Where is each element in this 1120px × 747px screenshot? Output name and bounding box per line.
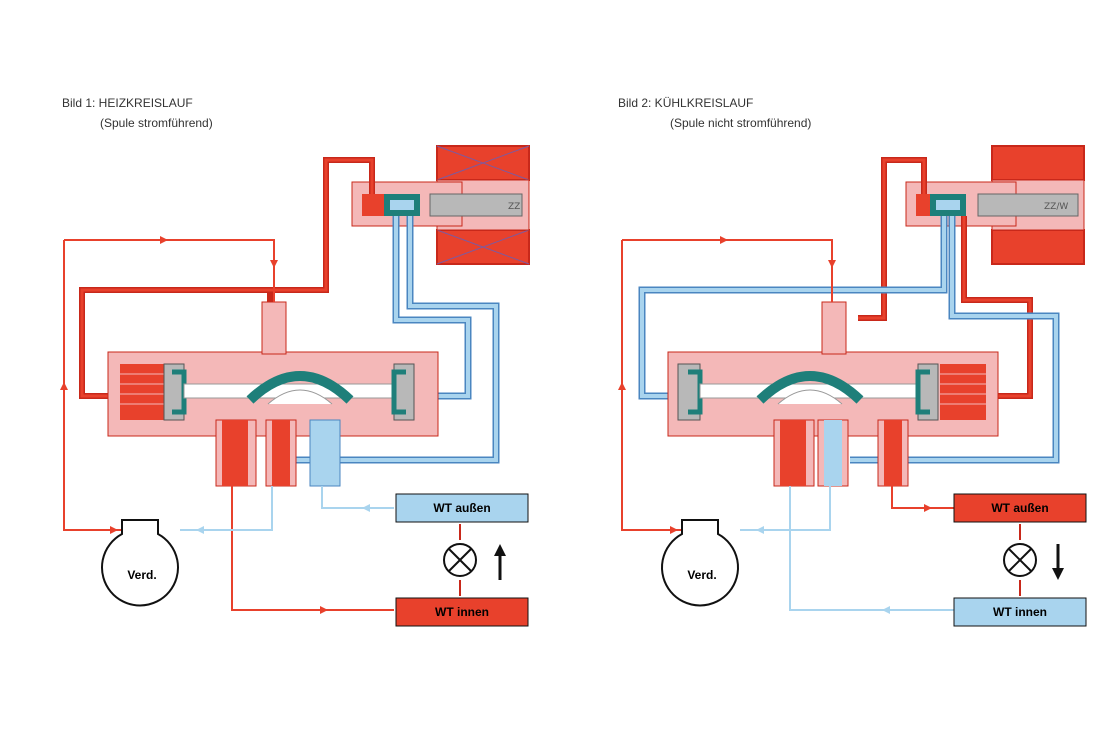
heat-exchanger-indoor	[953, 597, 1087, 627]
heat-exchanger-indoor	[395, 597, 529, 627]
figure-title: Bild 1: HEIZKREISLAUF	[62, 96, 193, 110]
figure-heating: Bild 1: HEIZKREISLAUF (Spule stromführen…	[60, 96, 530, 627]
expansion-valve-icon	[1003, 543, 1037, 577]
figure-title: Bild 2: KÜHLKREISLAUF	[618, 96, 754, 110]
compressor-label: Verd.	[127, 568, 157, 582]
heat-exchanger-indoor-label: WT innen	[993, 605, 1047, 619]
compressor	[101, 519, 179, 607]
heat-exchanger-outdoor-label: WT außen	[991, 501, 1049, 515]
heat-exchanger-outdoor-label: WT außen	[433, 501, 491, 515]
heat-exchanger-outdoor	[395, 493, 529, 523]
figure-subtitle: (Spule stromführend)	[100, 116, 213, 130]
flow-arrow-up-icon	[494, 544, 506, 580]
valve-diagram-heating: ZZ	[60, 145, 530, 627]
svg-text:ZZ/W: ZZ/W	[1044, 202, 1068, 212]
heat-exchanger-indoor-label: WT innen	[435, 605, 489, 619]
valve-ports	[215, 301, 341, 487]
svg-text:ZZ: ZZ	[508, 202, 520, 212]
pilot-valve: ZZ	[351, 181, 523, 227]
figure-subtitle: (Spule nicht stromführend)	[670, 116, 812, 130]
heat-exchanger-outdoor	[953, 493, 1087, 523]
pilot-valve: ZZ/W	[905, 181, 1079, 227]
compressor-label: Verd.	[687, 568, 717, 582]
expansion-valve-icon	[443, 543, 477, 577]
valve-ports	[773, 301, 909, 487]
figure-cooling: Bild 2: KÜHLKREISLAUF (Spule nicht strom…	[560, 0, 1120, 747]
flow-arrow-down-icon	[1052, 544, 1064, 580]
valve-diagram-cooling: ZZ/W	[618, 145, 1087, 627]
compressor	[661, 519, 739, 607]
